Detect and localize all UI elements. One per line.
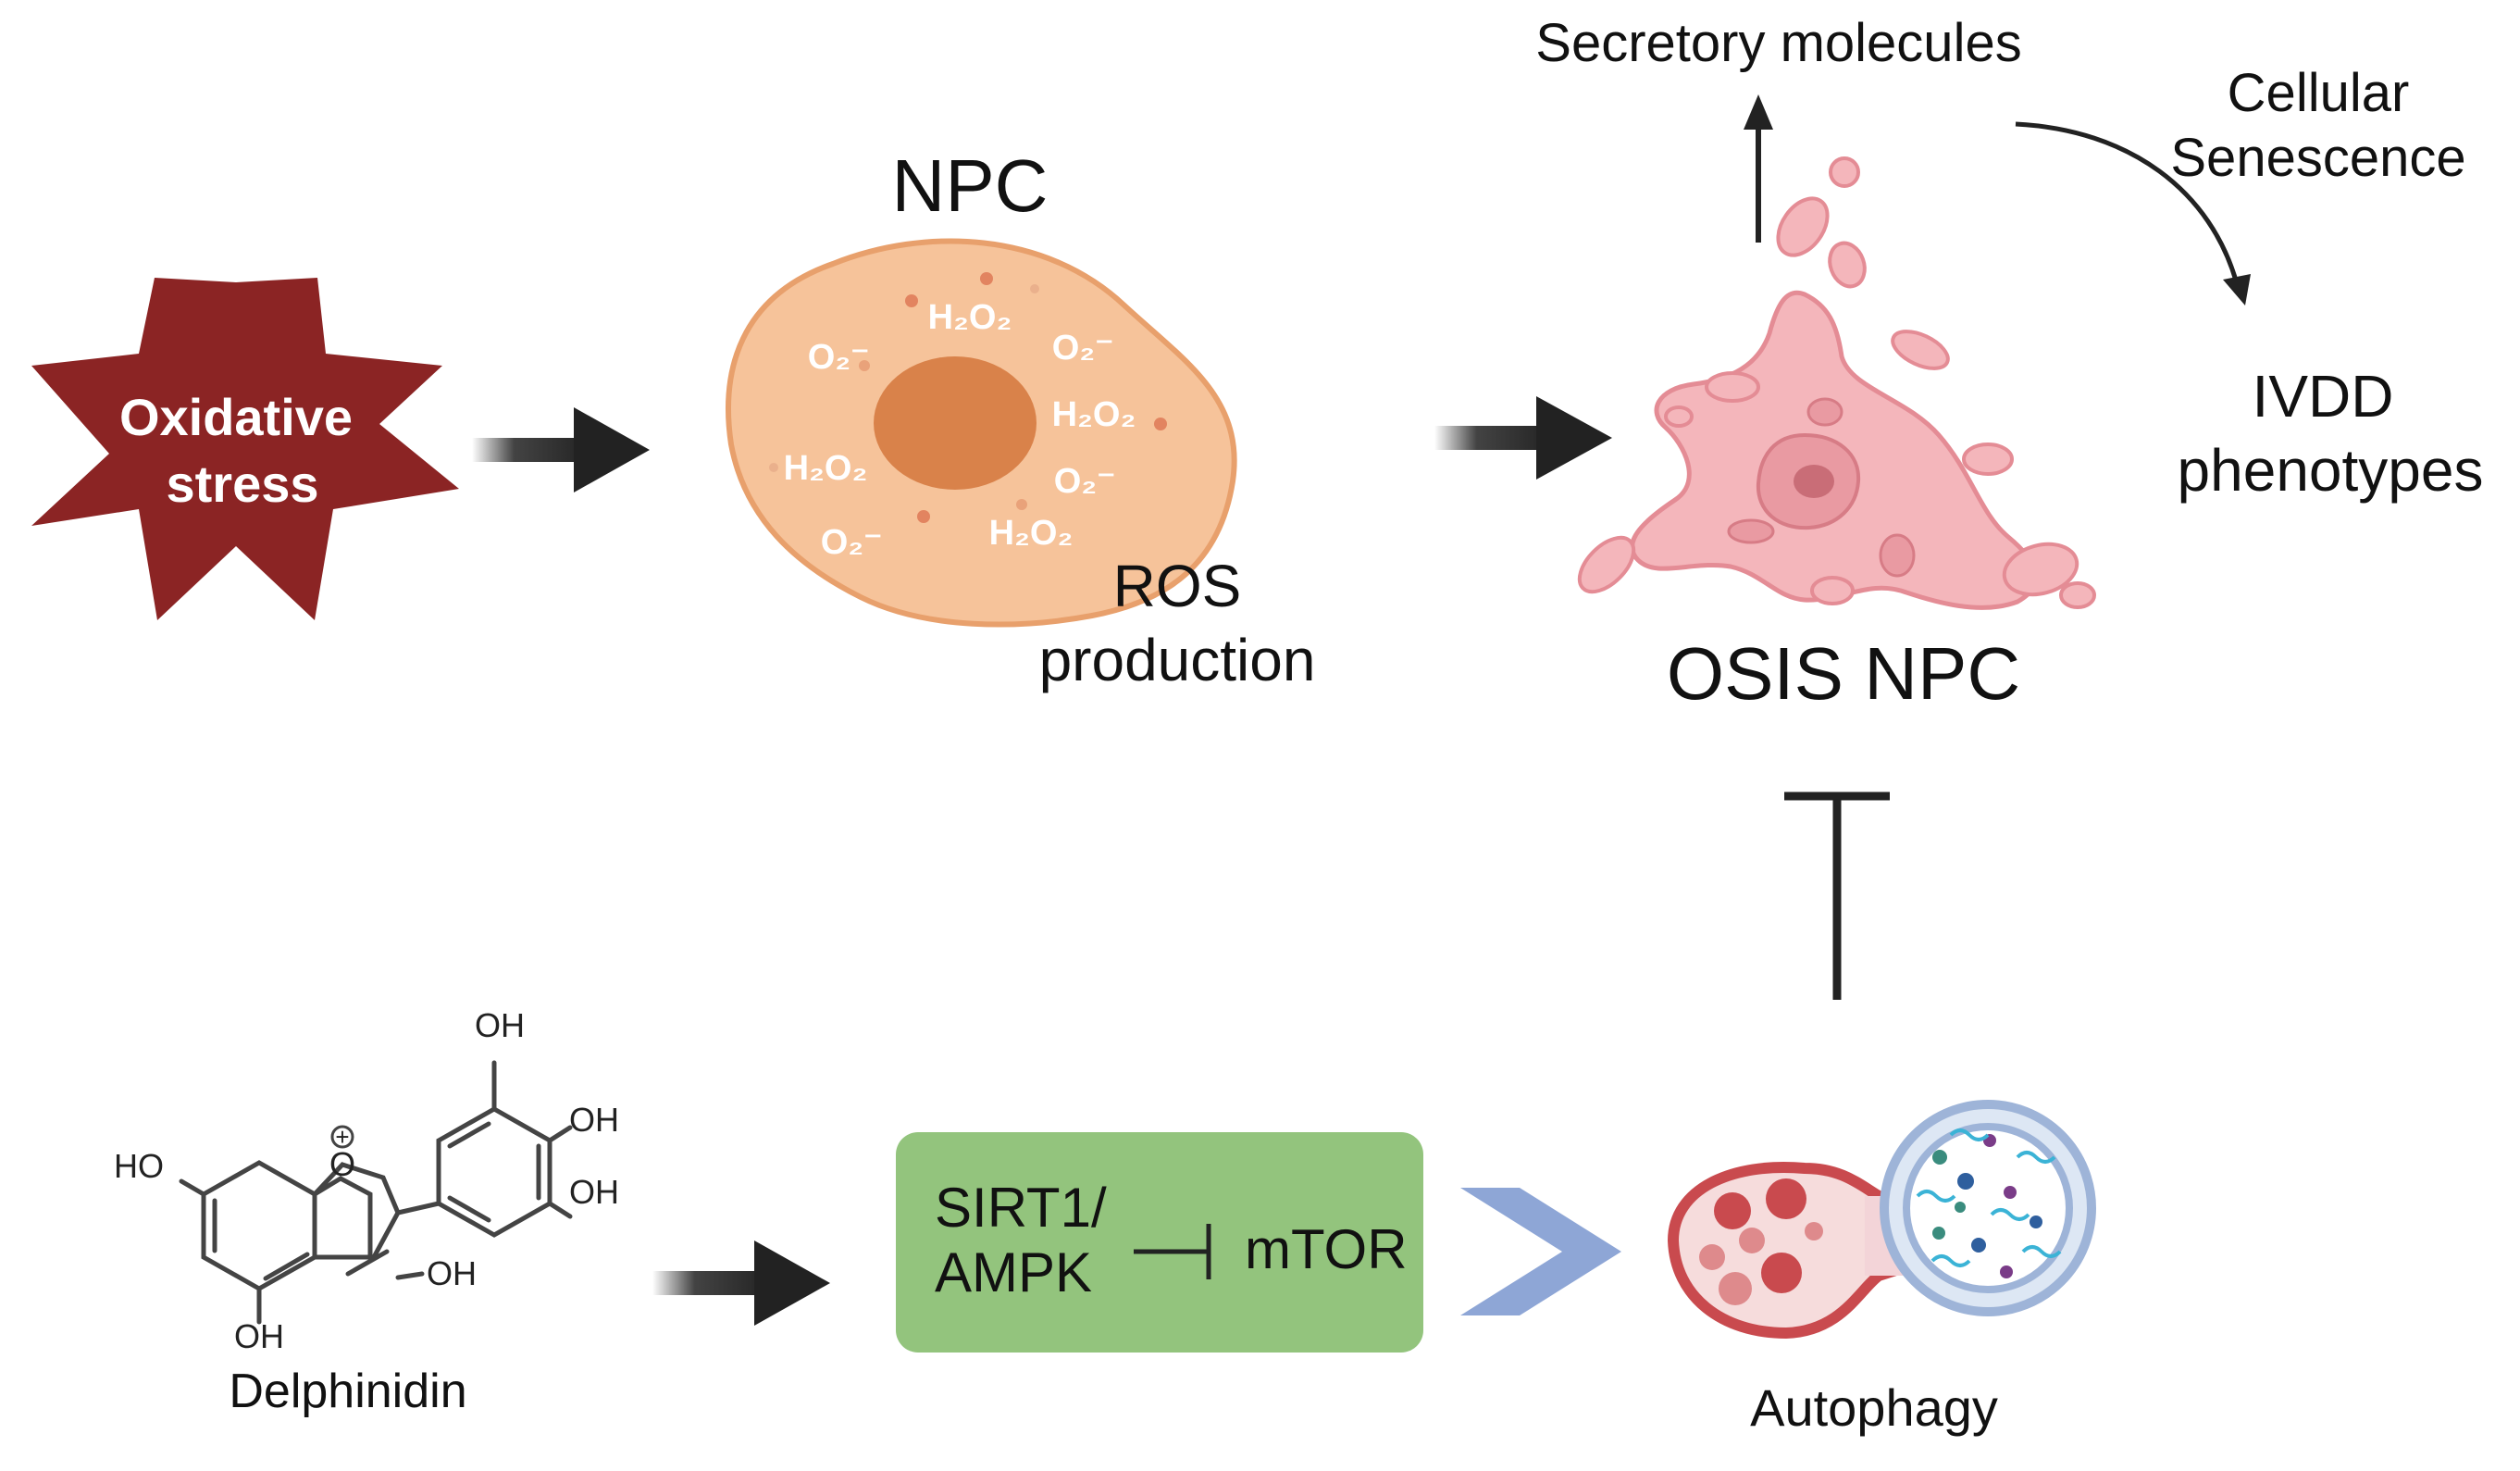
senescence-label-line1: Cellular — [2228, 63, 2410, 123]
ivdd-label-line2: phenotypes — [2178, 437, 2484, 504]
oh-group-bottom: OH — [234, 1317, 284, 1355]
secretory-arrow-head — [1744, 94, 1773, 130]
enzyme — [1805, 1222, 1823, 1240]
sirt1-label: SIRT1/ — [935, 1177, 1107, 1239]
ros-dot — [1016, 499, 1027, 510]
ros-dot — [769, 463, 778, 472]
ros-h2o2-1: H₂O₂ — [928, 298, 1012, 337]
senescence-label-line2: Senescence — [2170, 128, 2465, 188]
ring-c — [312, 1176, 373, 1260]
mtor-label: mTOR — [1245, 1218, 1408, 1280]
osis-npc-cell: OSIS NPC Secretory molecules Cellular Se… — [1535, 13, 2483, 715]
ros-dot — [980, 272, 993, 285]
cell-fragment — [1962, 443, 2014, 476]
cargo-dot — [2000, 1265, 2013, 1278]
cell-fragment — [2002, 542, 2079, 597]
ros-dot — [905, 294, 918, 307]
cell-fragment — [1810, 576, 1855, 605]
cell-fragment — [1891, 330, 1950, 370]
cargo-strand — [1916, 1190, 1956, 1203]
cell-fragment — [1829, 156, 1860, 188]
cell-fragment — [2059, 581, 2096, 609]
delphinidin-label: Delphinidin — [229, 1365, 466, 1418]
osis-nucleolus — [1794, 465, 1834, 498]
cargo-strand — [1930, 1254, 1971, 1267]
ros-dot — [859, 360, 870, 371]
senescence-arrow-head — [2223, 274, 2251, 305]
charge-sign: + — [335, 1123, 349, 1151]
cargo-dot — [1971, 1238, 1986, 1253]
chevron-arrow-icon — [1460, 1188, 1621, 1315]
osis-vacuole — [1879, 533, 1916, 578]
ros-o2-4: O₂⁻ — [821, 523, 883, 562]
cell-fragment — [1776, 196, 1830, 257]
enzyme — [1699, 1244, 1725, 1270]
cell-fragment — [1705, 371, 1760, 403]
ros-production-line2: production — [1039, 627, 1316, 693]
arrow-npc-to-osis — [1434, 396, 1612, 480]
oxidative-stress-star: Oxidative stress — [31, 278, 459, 620]
oh-group-top: OH — [475, 1006, 525, 1044]
cell-fragment — [1577, 535, 1636, 594]
autophagy-label: Autophagy — [1750, 1378, 1998, 1437]
enzyme — [1714, 1192, 1751, 1229]
enzyme — [1719, 1272, 1752, 1305]
secretory-molecules-label: Secretory molecules — [1535, 13, 2021, 73]
cargo-dot — [2030, 1215, 2042, 1228]
oh-group-mid: OH — [427, 1254, 477, 1292]
enzyme — [1766, 1178, 1806, 1219]
ho-group-left: HO — [114, 1147, 164, 1185]
ros-o2-3: O₂⁻ — [1054, 462, 1116, 501]
enzyme — [1739, 1228, 1765, 1253]
cargo-dot — [1932, 1227, 1945, 1240]
stress-label-line1: Oxidative — [119, 388, 353, 446]
osis-vacuole — [1806, 397, 1843, 427]
ros-o2-1: O₂⁻ — [808, 338, 870, 377]
delphinidin-structure: + O OH OH OH HO OH OH Delphinidin — [114, 1006, 619, 1418]
ros-dot — [1030, 284, 1039, 293]
cell-fragment — [1664, 405, 1694, 428]
ros-h2o2-3: H₂O₂ — [784, 449, 868, 488]
ring-a — [201, 1160, 317, 1291]
cargo-strand — [2021, 1245, 2062, 1258]
stress-label-line2: stress — [166, 455, 318, 513]
ring-oxygen: O — [329, 1145, 355, 1183]
oh-group-right-lower: OH — [569, 1173, 619, 1211]
osis-npc-title: OSIS NPC — [1667, 632, 2020, 715]
ampk-label: AMPK — [935, 1241, 1092, 1303]
cargo-dot — [1932, 1150, 1947, 1165]
autophagy-illustration: Autophagy — [1667, 1100, 2096, 1437]
oh-group-right-upper: OH — [569, 1101, 619, 1139]
npc-title: NPC — [892, 144, 1049, 227]
npc-nucleus — [874, 356, 1037, 490]
cell-fragment — [1828, 241, 1867, 289]
pathway-box: SIRT1/ AMPK mTOR — [896, 1132, 1423, 1353]
cargo-dot — [1955, 1202, 1966, 1213]
senescence-arrow — [2015, 121, 2241, 288]
ros-production-line1: ROS — [1113, 553, 1242, 619]
arrow-delphinidin-to-pathway — [652, 1240, 830, 1326]
ring-b — [436, 1106, 552, 1238]
inhibition-autophagy-to-osis — [1784, 792, 1890, 1000]
pathway-box-bg — [896, 1132, 1423, 1353]
cargo-strand — [1990, 1208, 2030, 1221]
autophagosome-inner — [1903, 1123, 2073, 1293]
arrow-stress-to-npc — [472, 407, 650, 492]
ivdd-label-line1: IVDD — [2253, 363, 2394, 430]
enzyme — [1761, 1253, 1802, 1293]
cargo-dot — [1957, 1173, 1974, 1190]
npc-cell: NPC H₂O₂ O₂⁻ O₂⁻ H₂O₂ H₂O₂ O₂⁻ H₂O₂ O₂⁻ … — [726, 144, 1316, 693]
ros-o2-2: O₂⁻ — [1052, 329, 1114, 368]
ros-h2o2-2: H₂O₂ — [1052, 395, 1136, 434]
stress-star-shape — [31, 278, 459, 620]
positive-charge — [330, 1125, 354, 1149]
cargo-dot — [2004, 1186, 2017, 1199]
cargo-strand — [2016, 1151, 2056, 1164]
osis-vacuole — [1727, 518, 1775, 544]
ros-h2o2-4: H₂O₂ — [989, 514, 1074, 553]
cargo-strand — [1949, 1128, 1990, 1141]
ros-dot — [1154, 418, 1167, 430]
ros-dot — [917, 510, 930, 523]
